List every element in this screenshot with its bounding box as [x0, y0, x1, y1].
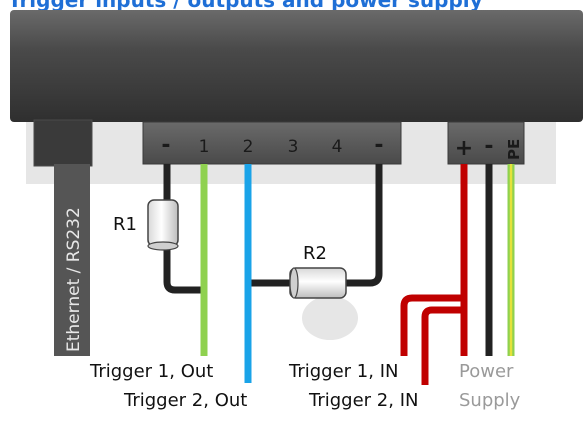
terminal-3: 3 [288, 137, 299, 157]
wire-red-trigger2-in [421, 306, 464, 385]
label-trigger1-out: Trigger 1, Out [89, 361, 213, 382]
power-terminal-minus: - [484, 134, 493, 159]
resistor-r1-cap [147, 241, 179, 251]
label-trigger2-in: Trigger 2, IN [308, 390, 418, 411]
ethernet-port [33, 119, 93, 167]
r2-shadow [302, 296, 358, 340]
wire-red-trigger1-in [400, 294, 464, 356]
resistor-r1-label: R1 [113, 214, 137, 235]
ethernet-label: Ethernet / RS232 [64, 207, 84, 352]
terminal-4: 4 [332, 137, 343, 157]
terminal-minus-right: - [374, 133, 383, 158]
power-terminal-plus: + [455, 136, 473, 161]
wire-black-r1 [163, 164, 206, 294]
device-housing [10, 10, 583, 122]
label-supply: Supply [459, 390, 521, 411]
power-terminal-block [447, 121, 525, 165]
ethernet-cable [54, 164, 90, 356]
resistor-r1 [147, 199, 179, 247]
power-terminal-pe: PE [505, 139, 523, 160]
label-trigger2-out: Trigger 2, Out [123, 390, 247, 411]
terminal-2: 2 [243, 137, 254, 157]
resistor-r2-label: R2 [303, 243, 327, 264]
resistor-r2-cap [289, 267, 299, 299]
label-power: Power [459, 361, 514, 382]
label-trigger1-in: Trigger 1, IN [288, 361, 398, 382]
wire-black-r2 [248, 164, 383, 287]
io-terminal-block [142, 121, 402, 165]
terminal-1: 1 [199, 137, 210, 157]
page-title: Trigger inputs / outputs and power suppl… [8, 0, 483, 12]
terminal-minus-left: - [161, 133, 170, 158]
